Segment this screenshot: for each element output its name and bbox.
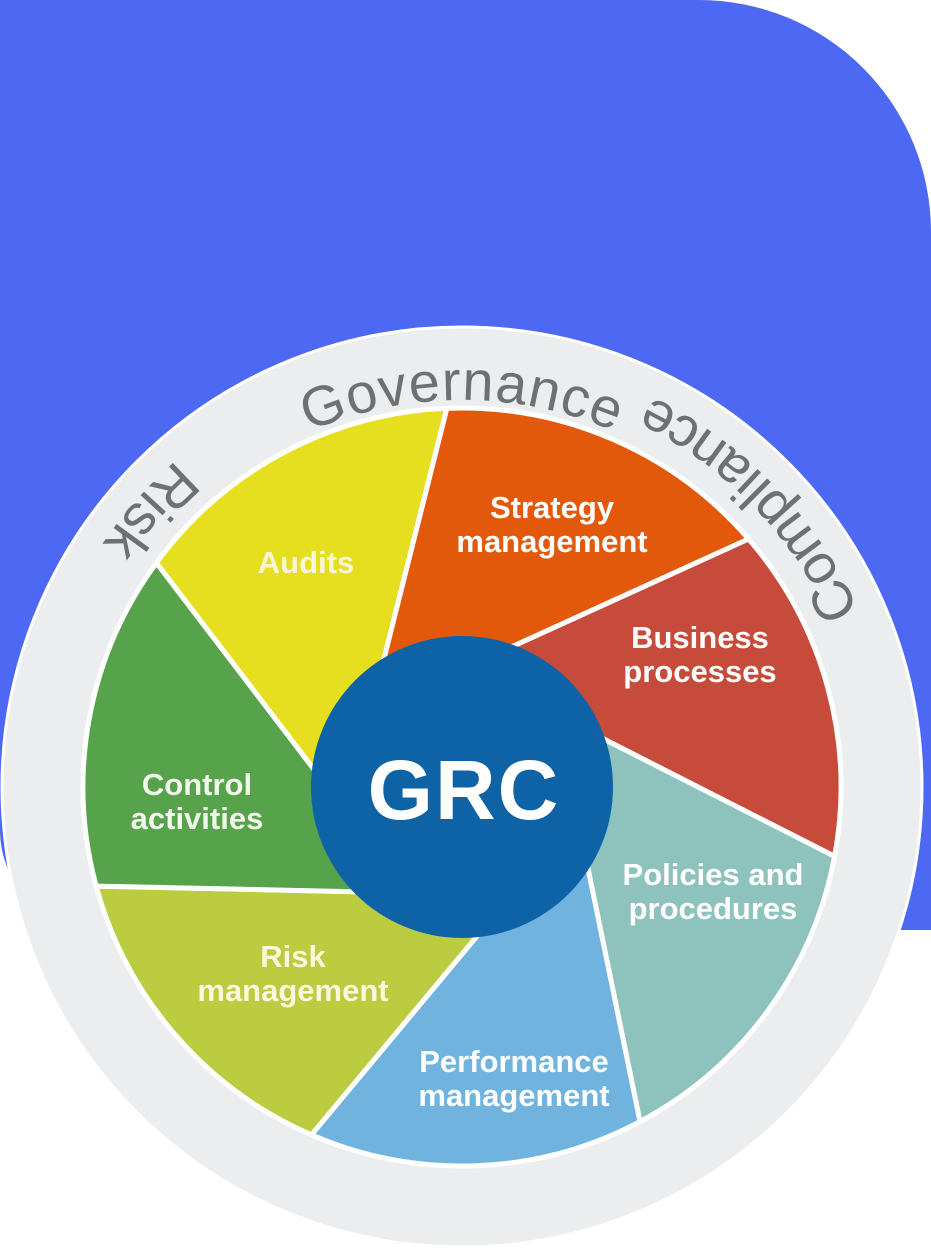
segment-business-processes (462, 536, 844, 859)
segment-policies-and-procedures (553, 712, 838, 1125)
segment-audits (153, 405, 450, 814)
center-circle (311, 636, 613, 938)
segment-strategy-management (368, 405, 752, 714)
segment-risk-management (93, 883, 514, 1138)
segment-label-audits: Audits (258, 545, 354, 580)
center-label: GRC (368, 743, 561, 837)
